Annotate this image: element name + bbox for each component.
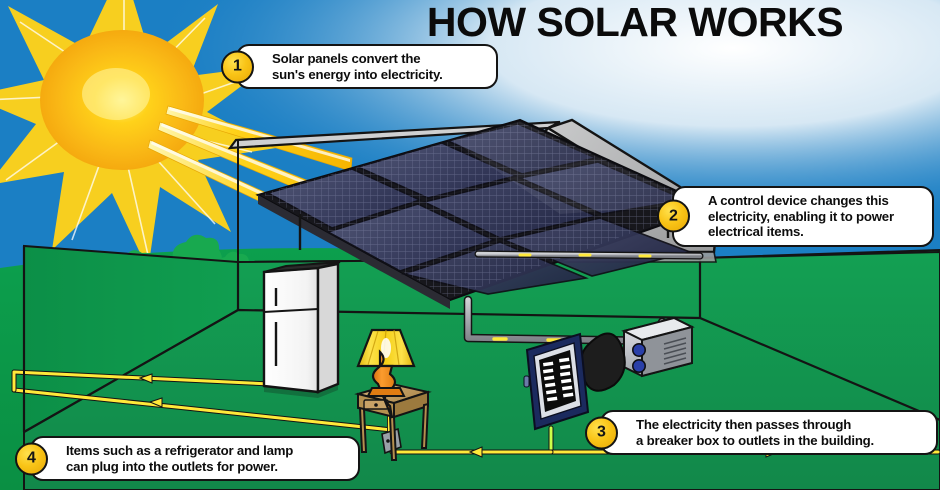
fridge-front <box>262 266 320 394</box>
fridge-side <box>316 262 340 394</box>
conduit-dash-upper <box>518 253 652 258</box>
callout-step-4: 4 Items such as a refrigerator and lamp … <box>15 436 360 481</box>
breaker-switches <box>542 357 574 402</box>
fridge-top <box>263 261 341 273</box>
fridge-door-divider <box>263 308 319 313</box>
fridge-base-shadow <box>264 384 338 398</box>
callout-step-3: 3 The electricity then passes through a … <box>585 410 938 455</box>
step-badge-2: 2 <box>657 199 690 233</box>
callout-text-2: A control device changes this electricit… <box>708 193 894 239</box>
callout-text-4: Items such as a refrigerator and lamp ca… <box>66 443 294 474</box>
inverter-vents <box>663 337 687 365</box>
lamp-foot <box>366 387 406 397</box>
panel-sheen <box>452 122 700 214</box>
scene-outlines <box>23 140 239 432</box>
breaker-latch <box>523 375 530 388</box>
refrigerator <box>262 261 341 398</box>
step-badge-1: 1 <box>221 50 254 83</box>
step-badge-4: 4 <box>15 442 48 475</box>
lamp-base <box>371 349 397 419</box>
page-title: HOW SOLAR WORKS <box>426 0 844 45</box>
step-badge-3: 3 <box>585 416 618 449</box>
lamp-bulb-glow <box>381 338 391 358</box>
sun-ray-1-gloss <box>169 107 350 162</box>
sun-core-highlight <box>82 68 150 120</box>
callout-text-3: The electricity then passes through a br… <box>636 417 874 448</box>
breaker-box <box>523 332 590 431</box>
callout-text-1: Solar panels convert the sun's energy in… <box>272 51 443 82</box>
roof-left-eave <box>227 120 561 150</box>
table-lamp <box>356 328 416 419</box>
table-legs <box>358 402 430 461</box>
callout-step-1: 1 Solar panels convert the sun's energy … <box>221 44 498 89</box>
control-device-inverter <box>560 316 695 378</box>
drawer-knob <box>374 403 378 407</box>
panel-frame-edge <box>258 195 450 309</box>
callout-step-2: 2 A control device changes this electric… <box>657 186 934 247</box>
inverter-dial <box>631 342 646 357</box>
inverter-dial <box>631 358 646 373</box>
sun <box>0 0 276 270</box>
